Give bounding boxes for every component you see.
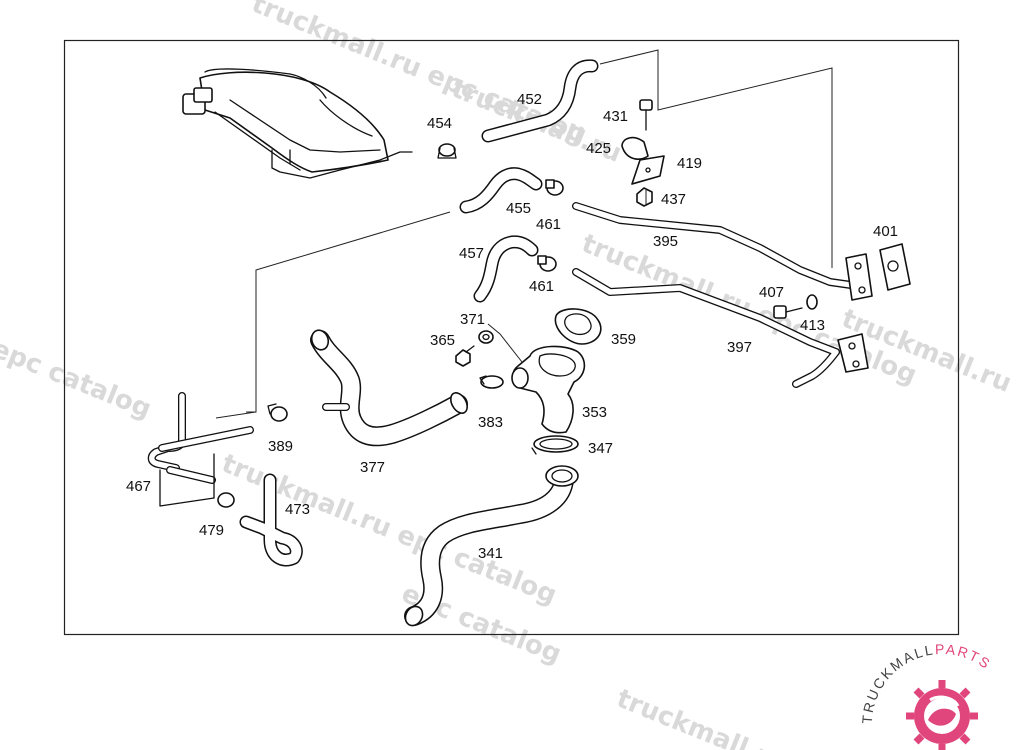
label-479: 479 (199, 522, 224, 539)
label-473: 473 (285, 501, 310, 518)
label-347: 347 (588, 440, 613, 457)
gasket-401[interactable] (879, 243, 911, 291)
label-457: 457 (459, 245, 484, 262)
hose-455[interactable] (459, 167, 543, 214)
truckmall-parts-logo: TRUCKMALLPARTS (859, 641, 992, 750)
hose-457[interactable] (473, 235, 539, 303)
clamp-389[interactable] (267, 403, 288, 422)
housing-353[interactable] (511, 345, 586, 434)
label-413: 413 (800, 317, 825, 334)
label-383: 383 (478, 414, 503, 431)
label-389: 389 (268, 438, 293, 455)
label-401: 401 (873, 223, 898, 240)
clamp-479[interactable] (217, 492, 235, 508)
hose-473[interactable] (239, 473, 303, 567)
label-377: 377 (360, 459, 385, 476)
seal-ring-371[interactable] (478, 330, 494, 344)
clamp-347[interactable] (531, 435, 579, 455)
label-371: 371 (460, 311, 485, 328)
label-395: 395 (653, 233, 678, 250)
label-397: 397 (727, 339, 752, 356)
bolt-407[interactable] (773, 305, 803, 319)
watermark-text: truckmall.ru (612, 684, 790, 750)
pipe-467[interactable] (147, 392, 254, 507)
clamp-461-upper[interactable] (545, 179, 564, 196)
watermark-text: epc catalog (0, 334, 155, 425)
label-437: 437 (661, 191, 686, 208)
gear-icon (906, 680, 978, 750)
label-353: 353 (582, 404, 607, 421)
hose-377[interactable] (309, 328, 470, 447)
label-455: 455 (506, 200, 531, 217)
pipe-395[interactable] (572, 202, 873, 301)
clamp-425[interactable] (621, 136, 649, 160)
hose-341[interactable] (402, 465, 579, 629)
hose-452[interactable] (481, 59, 599, 143)
clamp-461-lower[interactable] (537, 255, 557, 272)
gasket-359[interactable] (554, 308, 602, 345)
label-431: 431 (603, 108, 628, 125)
pipe-397[interactable] (572, 268, 869, 388)
label-407: 407 (759, 284, 784, 301)
leader-lines (215, 49, 833, 419)
label-452: 452 (517, 91, 542, 108)
clamp-454[interactable] (437, 143, 457, 159)
label-461-lower: 461 (529, 278, 554, 295)
bolt-365[interactable] (455, 345, 475, 367)
part-labels: 452 454 431 425 419 437 455 461 395 401 … (126, 91, 898, 562)
clamp-383[interactable] (479, 375, 504, 389)
nut-437[interactable] (636, 187, 653, 207)
bracket-419[interactable] (631, 155, 665, 185)
label-419: 419 (677, 155, 702, 172)
label-341: 341 (478, 545, 503, 562)
label-365: 365 (430, 332, 455, 349)
washer-413[interactable] (806, 294, 818, 310)
label-359: 359 (611, 331, 636, 348)
label-461-upper: 461 (536, 216, 561, 233)
diagram-frame (63, 39, 960, 636)
bolt-431[interactable] (639, 99, 653, 131)
label-454: 454 (427, 115, 452, 132)
label-425: 425 (586, 140, 611, 157)
expansion-tank[interactable] (182, 68, 413, 179)
label-467: 467 (126, 478, 151, 495)
